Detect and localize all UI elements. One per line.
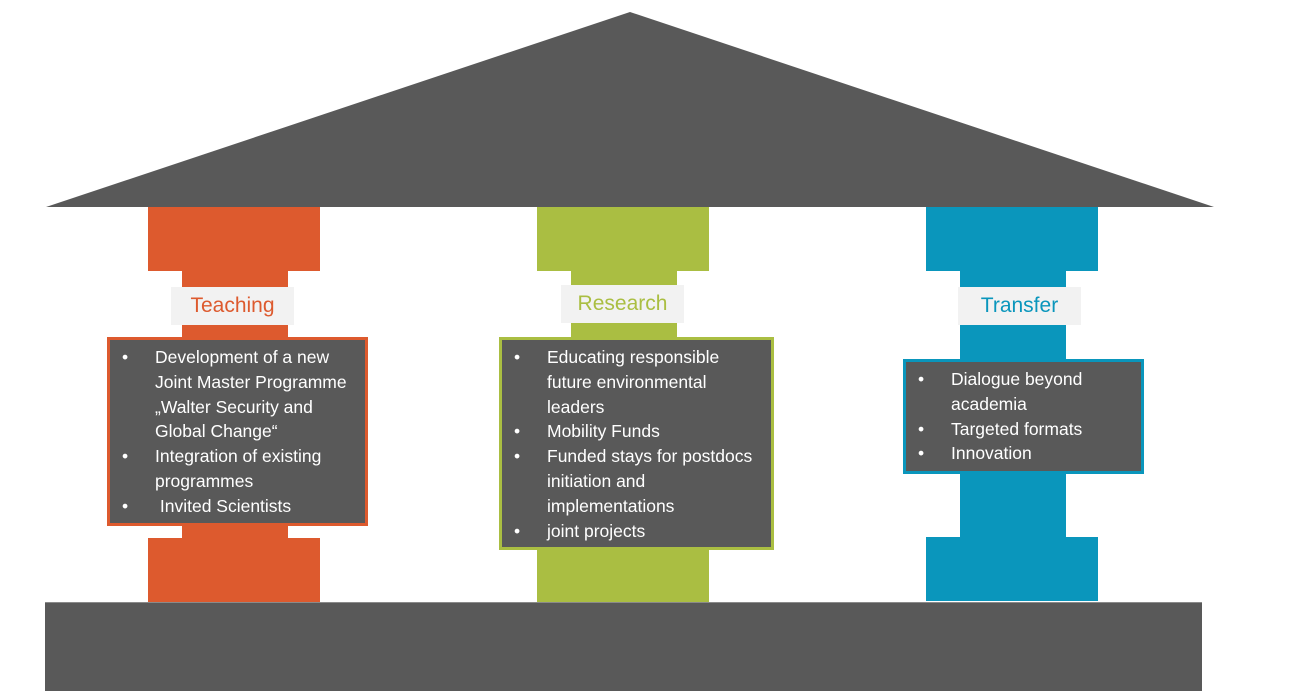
list-item: • Development of a new Joint Master Progr…: [118, 345, 361, 444]
list-item-text: Targeted formats: [951, 418, 1083, 439]
bullet-icon: •: [514, 446, 521, 467]
list-item: • Innovation: [914, 441, 1137, 466]
list-item: • Dialogue beyond academia: [914, 367, 1137, 417]
bullet-list: • Development of a new Joint Master Progr…: [118, 345, 361, 519]
bullet-icon: •: [514, 520, 521, 541]
pillar-base: [148, 538, 320, 602]
bullet-icon: •: [514, 421, 521, 442]
pillar-capital: [537, 207, 709, 271]
bullet-icon: •: [122, 347, 129, 367]
bullet-icon: •: [918, 443, 925, 464]
bullet-list: • Dialogue beyond academia • Targeted form…: [914, 367, 1137, 466]
foundation: [45, 602, 1202, 691]
list-item-text: Innovation: [951, 443, 1032, 464]
bullet-icon: •: [918, 369, 925, 389]
pillar-label: Transfer: [958, 287, 1081, 325]
roof-triangle: [46, 12, 1214, 207]
pillar-label: Research: [561, 285, 684, 323]
list-item: • Targeted formats: [914, 417, 1137, 442]
list-item: • Invited Scientists: [118, 494, 361, 519]
list-item: • Integration of existing programmes: [118, 444, 361, 494]
roof: [46, 12, 1214, 207]
pillar-capital: [148, 207, 320, 271]
bullet-list: • Educating responsible future environmen…: [510, 345, 767, 543]
list-item-text: joint projects: [547, 520, 646, 541]
pillar-base: [926, 537, 1098, 601]
bullet-icon: •: [514, 347, 521, 367]
bullet-icon: •: [918, 418, 925, 439]
list-item-text: Development of a new Joint Master Progra…: [155, 347, 347, 442]
pillar-info-box: • Dialogue beyond academia • Targeted form…: [903, 359, 1144, 474]
list-item-text: Invited Scientists: [155, 495, 292, 516]
list-item-text: Mobility Funds: [547, 421, 660, 442]
bullet-icon: •: [122, 495, 129, 516]
pillar-label: Teaching: [171, 287, 294, 325]
list-item-text: Educating responsible future environment…: [547, 347, 720, 417]
list-item: • joint projects: [510, 519, 767, 544]
bullet-icon: •: [122, 446, 129, 467]
pillar-capital: [926, 207, 1098, 271]
pillar-info-box: • Development of a new Joint Master Progr…: [107, 337, 368, 526]
list-item: • Funded stays for postdocs initiation an…: [510, 444, 767, 518]
list-item: • Mobility Funds: [510, 419, 767, 444]
pillar-info-box: • Educating responsible future environmen…: [499, 337, 774, 550]
list-item: • Educating responsible future environmen…: [510, 345, 767, 419]
list-item-text: Integration of existing programmes: [155, 446, 322, 491]
pillar-base: [537, 548, 709, 602]
list-item-text: Dialogue beyond academia: [951, 369, 1083, 414]
list-item-text: Funded stays for postdocs initiation and…: [547, 446, 753, 516]
